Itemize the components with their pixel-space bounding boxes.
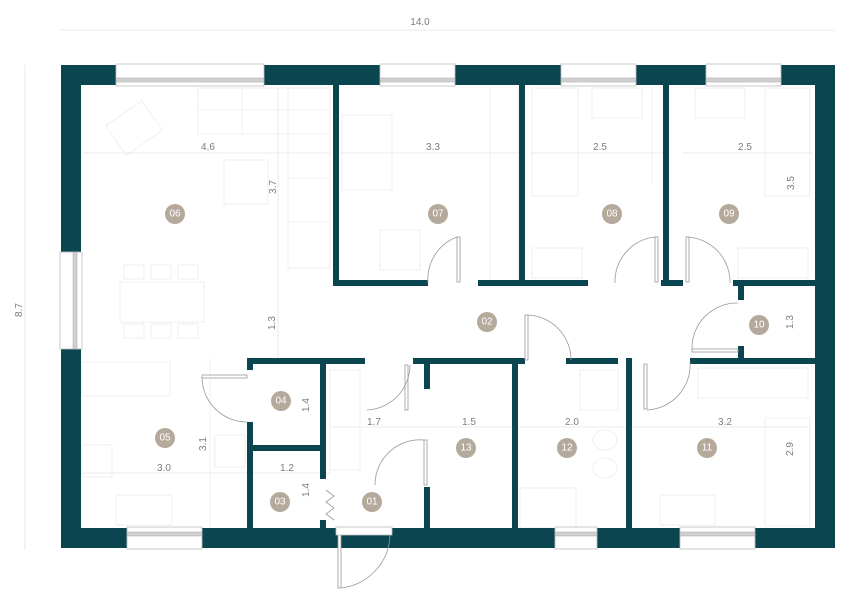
window-bottom-3 bbox=[679, 526, 756, 550]
dim-room11-depth: 2.9 bbox=[785, 442, 796, 456]
dim-room08-width: 2.5 bbox=[593, 142, 607, 153]
svg-text:13: 13 bbox=[460, 443, 472, 454]
room-badge-09: 09 bbox=[719, 204, 739, 224]
room-badge-01: 01 bbox=[362, 492, 382, 512]
door-room-13 bbox=[374, 439, 428, 486]
doors bbox=[201, 236, 739, 589]
svg-text:03: 03 bbox=[274, 497, 286, 508]
room-badge-12: 12 bbox=[557, 438, 577, 458]
dim-room09-depth: 3.5 bbox=[786, 176, 797, 190]
windows bbox=[59, 63, 782, 550]
dim-room11-width: 3.2 bbox=[718, 417, 732, 428]
dim-room03-depth: 1.4 bbox=[301, 483, 312, 497]
svg-text:08: 08 bbox=[606, 209, 618, 220]
door-room-07 bbox=[427, 236, 461, 284]
dim-room05-depth: 3.1 bbox=[198, 437, 209, 451]
room-badge-04: 04 bbox=[271, 391, 291, 411]
window-top-4 bbox=[705, 63, 782, 87]
window-top-3 bbox=[560, 63, 637, 87]
svg-text:06: 06 bbox=[169, 209, 181, 220]
svg-text:01: 01 bbox=[366, 497, 378, 508]
overall-width-dimension: 14.0 bbox=[60, 17, 835, 31]
window-left bbox=[59, 251, 83, 350]
window-top-2 bbox=[379, 63, 456, 87]
room-badge-07: 07 bbox=[428, 204, 448, 224]
door-entrance bbox=[335, 526, 393, 589]
dim-room10-depth: 1.3 bbox=[785, 315, 796, 329]
dim-room05-width: 3.0 bbox=[157, 463, 171, 474]
dim-room04-depth: 1.4 bbox=[301, 398, 312, 412]
room-badge-11: 11 bbox=[697, 438, 717, 458]
room-badge-10: 10 bbox=[749, 315, 769, 335]
door-room-10 bbox=[691, 302, 739, 353]
dim-hall-width: 1.7 bbox=[367, 417, 381, 428]
overall-width-label: 14.0 bbox=[410, 17, 430, 28]
dim-room09-width: 2.5 bbox=[738, 142, 752, 153]
dim-room06-width: 4.6 bbox=[201, 142, 215, 153]
door-hall bbox=[366, 364, 411, 411]
dim-room12-width: 2.0 bbox=[565, 417, 579, 428]
door-room-08 bbox=[614, 236, 659, 284]
door-room-11 bbox=[643, 361, 691, 411]
dimension-labels: 4.6 3.7 3.3 2.5 2.5 3.5 1.3 1.3 1.4 1.2 … bbox=[157, 142, 797, 497]
room-badges: 01 02 03 04 05 06 07 08 09 10 11 12 13 bbox=[155, 204, 769, 512]
svg-text:12: 12 bbox=[561, 443, 573, 454]
svg-text:04: 04 bbox=[275, 396, 287, 407]
overall-depth-label: 8.7 bbox=[14, 303, 25, 317]
window-bottom-2 bbox=[554, 526, 598, 550]
room-badge-06: 06 bbox=[165, 204, 185, 224]
dim-room03-width: 1.2 bbox=[280, 463, 294, 474]
room-badge-02: 02 bbox=[477, 312, 497, 332]
dim-room06-depth: 3.7 bbox=[268, 180, 279, 194]
svg-text:07: 07 bbox=[432, 209, 444, 220]
window-bottom-1 bbox=[126, 526, 203, 550]
door-room-12 bbox=[524, 314, 572, 361]
svg-text:02: 02 bbox=[481, 317, 493, 328]
door-room-09 bbox=[685, 236, 731, 284]
room-badge-13: 13 bbox=[456, 438, 476, 458]
room-badge-08: 08 bbox=[602, 204, 622, 224]
dimension-guides bbox=[82, 88, 812, 474]
overall-depth-dimension: 8.7 bbox=[14, 65, 26, 550]
svg-text:11: 11 bbox=[702, 443, 713, 454]
window-top-1 bbox=[115, 63, 265, 87]
room-badge-05: 05 bbox=[155, 428, 175, 448]
furniture bbox=[81, 87, 811, 529]
dim-room13-width: 1.5 bbox=[462, 417, 476, 428]
dim-corridor-depth: 1.3 bbox=[267, 316, 278, 330]
door-room-03-folding bbox=[325, 489, 335, 521]
svg-text:10: 10 bbox=[753, 320, 765, 331]
svg-text:09: 09 bbox=[723, 209, 735, 220]
svg-text:05: 05 bbox=[159, 433, 171, 444]
room-badge-03: 03 bbox=[270, 492, 290, 512]
door-room-05 bbox=[201, 374, 248, 423]
dim-room07-width: 3.3 bbox=[426, 142, 440, 153]
